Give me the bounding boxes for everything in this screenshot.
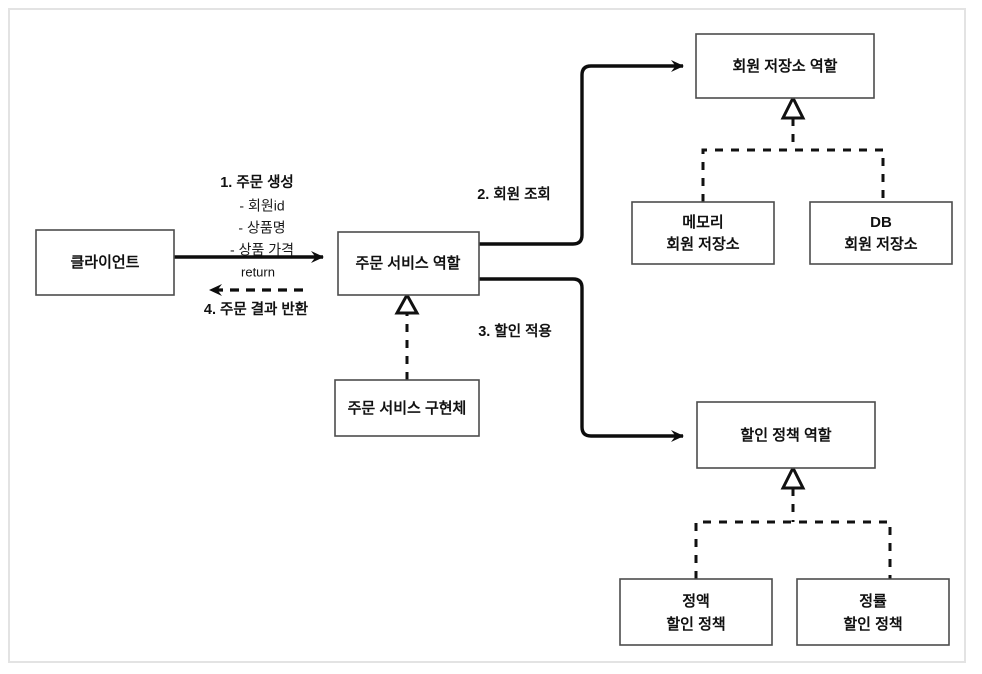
- member-repository-role-label: 회원 저장소 역할: [733, 57, 838, 75]
- memory-member-repository-label-line1: 메모리: [682, 214, 723, 231]
- find-member-label: 2. 회원 조회: [477, 186, 551, 203]
- discount-policy-role-box[interactable]: [696, 401, 876, 469]
- edge-create-order: 1. 주문 생성 - 회원id - 상품명 - 상품 가격: [174, 173, 324, 263]
- edge-apply-discount: 3. 할인 적용: [478, 277, 684, 442]
- db-member-repository-label-line1: DB: [870, 214, 892, 231]
- inheritance-triangle-icon: [780, 464, 806, 490]
- fixed-discount-policy-box[interactable]: [619, 578, 773, 646]
- node-client[interactable]: 클라이언트: [35, 229, 175, 296]
- create-order-param-1: - 상품명: [238, 220, 285, 236]
- node-order-service-role[interactable]: 주문 서비스 역할: [337, 231, 480, 296]
- order-service-impl-box[interactable]: [334, 379, 480, 437]
- implements-member-repository: [701, 94, 885, 202]
- return-result-note: return: [241, 264, 275, 279]
- memory-member-repository-label-line2: 회원 저장소: [666, 235, 739, 253]
- create-order-param-0: - 회원id: [239, 198, 284, 214]
- db-member-repository-box[interactable]: [809, 201, 953, 265]
- inheritance-triangle-icon: [394, 291, 420, 315]
- db-member-repository-label-line2: 회원 저장소: [844, 235, 917, 253]
- fixed-discount-policy-label-line1: 정액: [682, 592, 710, 610]
- create-order-label: 1. 주문 생성: [220, 173, 294, 191]
- rate-discount-policy-label-line2: 할인 정책: [843, 615, 902, 633]
- return-result-label: 4. 주문 결과 반환: [204, 300, 309, 318]
- rate-discount-policy-label-line1: 정률: [859, 592, 887, 610]
- uml-diagram-canvas: 1. 주문 생성 - 회원id - 상품명 - 상품 가격 return 4. …: [35, 33, 953, 646]
- order-service-impl-label: 주문 서비스 구현체: [348, 400, 467, 417]
- edge-find-member: 2. 회원 조회: [477, 60, 684, 246]
- edge-return-result: return 4. 주문 결과 반환: [204, 264, 309, 317]
- node-fixed-discount-policy[interactable]: 정액 할인 정책: [619, 578, 773, 646]
- discount-policy-role-label: 할인 정책 역할: [740, 426, 831, 444]
- diagram-frame: 1. 주문 생성 - 회원id - 상품명 - 상품 가격 return 4. …: [8, 8, 966, 663]
- apply-discount-connector: [479, 277, 684, 442]
- rate-discount-policy-box[interactable]: [796, 578, 950, 646]
- node-rate-discount-policy[interactable]: 정률 할인 정책: [796, 578, 950, 646]
- order-service-role-label: 주문 서비스 역할: [356, 254, 461, 272]
- member-repository-role-box[interactable]: [695, 33, 875, 99]
- discount-policy-bus-line: [694, 520, 892, 579]
- fixed-discount-policy-label-line2: 할인 정책: [666, 615, 725, 633]
- order-service-role-box[interactable]: [337, 231, 480, 296]
- create-order-param-2: - 상품 가격: [230, 242, 294, 258]
- node-memory-member-repository[interactable]: 메모리 회원 저장소: [631, 201, 775, 265]
- implements-discount-policy: [694, 464, 892, 579]
- inheritance-triangle-icon: [780, 94, 806, 120]
- node-member-repository-role[interactable]: 회원 저장소 역할: [695, 33, 875, 99]
- find-member-connector: [479, 60, 684, 246]
- memory-member-repository-box[interactable]: [631, 201, 775, 265]
- node-order-service-impl[interactable]: 주문 서비스 구현체: [334, 379, 480, 437]
- node-db-member-repository[interactable]: DB 회원 저장소: [809, 201, 953, 265]
- apply-discount-label: 3. 할인 적용: [478, 322, 552, 340]
- client-label: 클라이언트: [70, 253, 139, 271]
- implements-order-service: [394, 291, 420, 380]
- client-box[interactable]: [35, 229, 175, 296]
- member-repo-bus-line: [701, 148, 885, 202]
- node-discount-policy-role[interactable]: 할인 정책 역할: [696, 401, 876, 469]
